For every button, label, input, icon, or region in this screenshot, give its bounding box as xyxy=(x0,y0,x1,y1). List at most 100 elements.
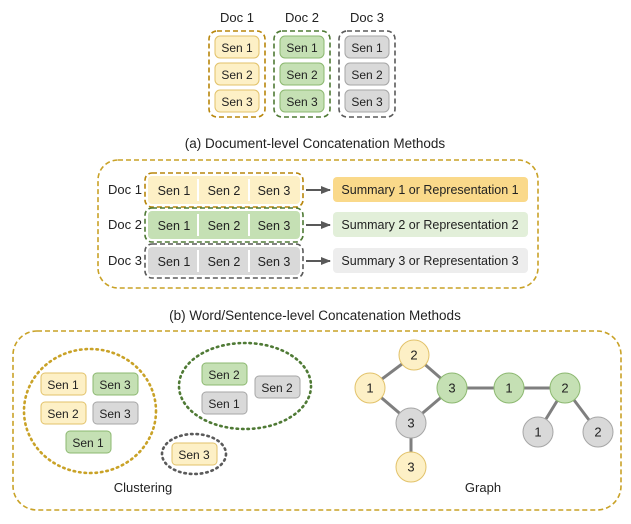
graph-node xyxy=(522,416,554,448)
cluster-ellipse xyxy=(160,432,228,476)
sentence-label: Sen 1 xyxy=(208,397,240,411)
sentence-box xyxy=(279,89,325,113)
row-sentence-fill xyxy=(148,247,300,275)
output-label: Summary 2 or Representation 2 xyxy=(341,218,518,232)
sentence-label: Sen 2 xyxy=(261,381,293,395)
sentence-label: Sen 1 xyxy=(158,219,191,233)
graph-label: Graph xyxy=(465,480,501,495)
sentence-label: Sen 3 xyxy=(258,219,291,233)
row-doc-label: Doc 2 xyxy=(108,217,142,232)
sentence-box xyxy=(92,372,139,396)
sentence-label: Sen 1 xyxy=(47,378,79,392)
sentence-label: Sen 3 xyxy=(221,95,253,109)
sentence-label: Sen 2 xyxy=(286,68,318,82)
sentence-box xyxy=(344,35,390,59)
sentence-label: Sen 2 xyxy=(208,219,241,233)
cluster-ellipse xyxy=(22,347,158,475)
row-doc-label: Doc 1 xyxy=(108,182,142,197)
sentence-label: Sen 3 xyxy=(351,95,383,109)
sentence-box xyxy=(214,62,260,86)
sentence-label: Sen 2 xyxy=(221,68,253,82)
graph-node-label: 2 xyxy=(594,425,601,440)
outer-dashed-frame xyxy=(12,330,622,511)
row-doc-label: Doc 3 xyxy=(108,253,142,268)
graph-node-label: 1 xyxy=(534,425,541,440)
sentence-label: Sen 3 xyxy=(99,378,131,392)
sentence-box xyxy=(171,442,218,466)
row-dashed-box xyxy=(144,207,304,243)
sentence-label: Sen 1 xyxy=(351,41,383,55)
graph-node-label: 3 xyxy=(448,381,455,396)
output-label: Summary 1 or Representation 1 xyxy=(341,183,518,197)
sentence-label: Sen 3 xyxy=(99,407,131,421)
sentence-box xyxy=(254,375,301,399)
graph-node xyxy=(549,372,581,404)
word-sentence-panel: Sen 1 Sen 3 Sen 2 Sen 3 Sen 1 Sen 2 Sen … xyxy=(12,330,622,511)
output-box xyxy=(333,248,528,273)
sentence-label: Sen 2 xyxy=(208,255,241,269)
sentence-box xyxy=(40,401,87,425)
graph-node-label: 1 xyxy=(505,381,512,396)
caption-b: (b) Word/Sentence-level Concatenation Me… xyxy=(169,308,461,323)
sentence-box xyxy=(279,35,325,59)
sentence-label: Sen 1 xyxy=(72,436,104,450)
sentence-box xyxy=(344,62,390,86)
clustering-area: Sen 1 Sen 3 Sen 2 Sen 3 Sen 1 Sen 2 Sen … xyxy=(22,341,313,495)
sentence-box xyxy=(201,362,248,386)
row-sentence-fill xyxy=(148,211,300,239)
sentence-label: Sen 1 xyxy=(286,41,318,55)
graph-node xyxy=(354,372,386,404)
sentence-label: Sen 3 xyxy=(286,95,318,109)
sentence-label: Sen 2 xyxy=(47,407,79,421)
graph-node xyxy=(493,372,525,404)
caption-a: (a) Document-level Concatenation Methods xyxy=(185,136,446,151)
sentence-box xyxy=(214,89,260,113)
graph-node-label: 3 xyxy=(407,460,414,475)
sentence-label: Sen 1 xyxy=(158,184,191,198)
graph-node-label: 3 xyxy=(407,416,414,431)
doc-group-box xyxy=(338,30,396,118)
output-box xyxy=(333,177,528,202)
output-label: Summary 3 or Representation 3 xyxy=(341,254,518,268)
outer-dashed-frame xyxy=(97,159,539,289)
graph-node-label: 2 xyxy=(410,348,417,363)
doc-group-box xyxy=(273,30,331,118)
top-doc-label: Doc 3 xyxy=(350,10,384,25)
sentence-label: Sen 3 xyxy=(178,448,210,462)
sentence-box xyxy=(214,35,260,59)
sentence-box xyxy=(201,391,248,415)
top-doc-label: Doc 1 xyxy=(220,10,254,25)
document-concatenation-panel: Doc 1 Sen 1 Sen 2 Sen 3 Summary 1 or Rep… xyxy=(97,159,539,289)
graph-node xyxy=(395,451,427,483)
top-doc-label: Doc 2 xyxy=(285,10,319,25)
sentence-label: Sen 3 xyxy=(258,184,291,198)
row-dashed-box xyxy=(144,243,304,279)
sentence-box xyxy=(279,62,325,86)
output-box xyxy=(333,212,528,237)
graph-node xyxy=(436,372,468,404)
graph-node xyxy=(398,339,430,371)
top-doc-columns: Doc 1 Doc 2 Doc 3 Sen 1 Sen 2 Sen 3 Sen … xyxy=(208,10,396,118)
sentence-label: Sen 3 xyxy=(258,255,291,269)
sentence-label: Sen 1 xyxy=(158,255,191,269)
cluster-ellipse xyxy=(177,341,313,431)
graph-node-label: 1 xyxy=(366,381,373,396)
clustering-label: Clustering xyxy=(114,480,173,495)
graph-node xyxy=(395,407,427,439)
sentence-box xyxy=(92,401,139,425)
sentence-label: Sen 1 xyxy=(221,41,253,55)
sentence-label: Sen 2 xyxy=(351,68,383,82)
sentence-label: Sen 2 xyxy=(208,368,240,382)
row-sentence-fill xyxy=(148,176,300,204)
sentence-label: Sen 2 xyxy=(208,184,241,198)
graph-node xyxy=(582,416,614,448)
doc-group-box xyxy=(208,30,266,118)
sentence-box xyxy=(344,89,390,113)
sentence-box xyxy=(40,372,87,396)
sentence-box xyxy=(65,430,112,454)
row-dashed-box xyxy=(144,172,304,208)
